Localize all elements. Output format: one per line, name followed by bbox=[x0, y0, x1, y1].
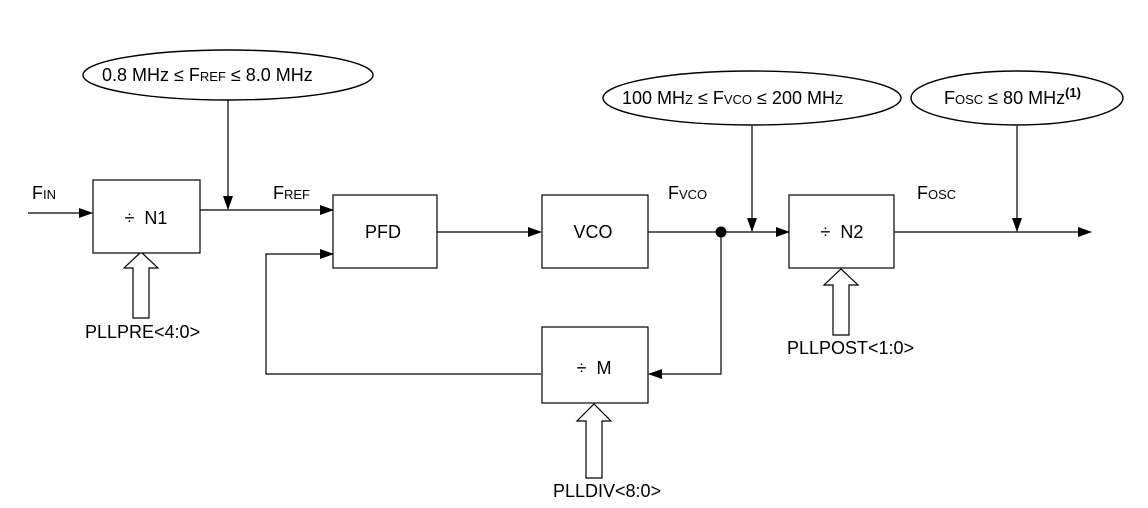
fvco-to-m-feedback-line bbox=[648, 232, 722, 379]
fref-range-constraint: 0.8 MHz ≤ FREF ≤ 8.0 MHz bbox=[82, 49, 374, 101]
vco-label: VCO bbox=[573, 222, 612, 242]
fosc-max-constraint: FOSC ≤ 80 MHz(1) bbox=[910, 70, 1124, 126]
m-label: ÷ M bbox=[577, 358, 612, 378]
pllpre-bus-label: PLLPRE<4:0> bbox=[85, 322, 200, 342]
plldiv-bus-arrow bbox=[575, 403, 613, 479]
pllpre-bus-arrow bbox=[122, 251, 160, 319]
m-divider-block: ÷ M bbox=[541, 326, 649, 404]
n1-label: ÷ N1 bbox=[125, 208, 168, 228]
fin-signal-label: FIN bbox=[32, 183, 56, 203]
plldiv-bus-label: PLLDIV<8:0> bbox=[553, 481, 661, 501]
fvco-range-text: 100 MHZ ≤ FVCO ≤ 200 MHZ bbox=[622, 88, 843, 108]
fvco-range-constraint: 100 MHZ ≤ FVCO ≤ 200 MHZ bbox=[602, 70, 902, 126]
n2-label: ÷ N2 bbox=[821, 222, 864, 242]
vco-block: VCO bbox=[541, 194, 649, 269]
fosc-signal-label: FOSC bbox=[917, 183, 956, 203]
m-to-pfd-feedback-line bbox=[265, 249, 541, 375]
n2-divider-block: ÷ N2 bbox=[788, 194, 895, 269]
fosc-max-text: FOSC ≤ 80 MHz(1) bbox=[944, 85, 1081, 108]
fvco-signal-label: FVCO bbox=[668, 183, 707, 203]
pfd-label: PFD bbox=[365, 222, 401, 242]
pfd-block: PFD bbox=[332, 194, 438, 269]
fref-range-text: 0.8 MHz ≤ FREF ≤ 8.0 MHz bbox=[102, 65, 313, 85]
n1-divider-block: ÷ N1 bbox=[92, 179, 201, 254]
pllpost-bus-arrow bbox=[822, 268, 860, 336]
pllpost-bus-label: PLLPOST<1:0> bbox=[787, 338, 914, 358]
fref-signal-label: FREF bbox=[273, 183, 310, 203]
